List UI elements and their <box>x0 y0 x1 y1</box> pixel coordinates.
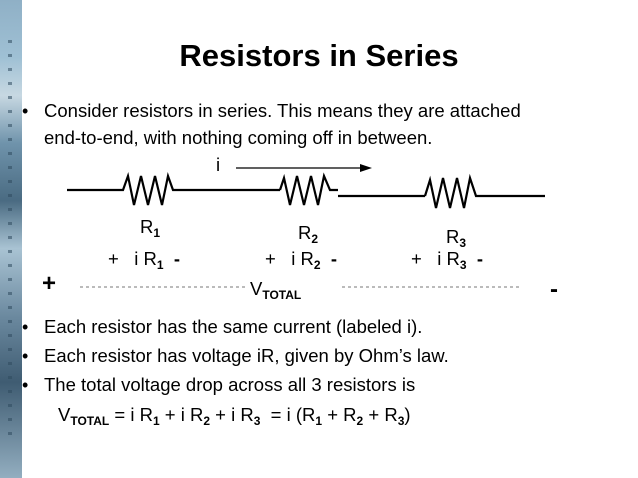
vtotal-minus-sign: - <box>550 276 558 303</box>
resistor-2-voltage-drop: + i R2 - <box>265 248 337 272</box>
bullet-icon: • <box>22 101 29 121</box>
decorative-photo-strip <box>0 0 22 478</box>
resistor-1-symbol <box>67 171 183 206</box>
current-label: i <box>216 154 221 175</box>
vtotal-plus-sign: + <box>42 270 57 297</box>
bullet-icon: • <box>22 375 29 395</box>
vtotal-label: VTOTAL <box>250 278 302 302</box>
resistor-2-symbol <box>278 172 338 206</box>
bullet-3: Each resistor has voltage iR, given by O… <box>44 345 449 366</box>
vtotal-formula: VTOTAL = i R1 + i R2 + i R3 = i (R1 + R2… <box>58 404 411 428</box>
resistor-3-label: R3 <box>446 226 467 250</box>
bullet-4: The total voltage drop across all 3 resi… <box>44 374 416 395</box>
resistor-2-label: R2 <box>298 222 319 246</box>
resistor-3-voltage-drop: + i R3 - <box>411 248 483 272</box>
resistor-1-voltage-drop: + i R1 - <box>108 248 180 272</box>
resistor-3-symbol <box>423 173 483 209</box>
bullet-1-line-2: end-to-end, with nothing coming off in b… <box>44 127 433 148</box>
bullet-2: Each resistor has the same current (labe… <box>44 316 423 337</box>
resistor-1-label: R1 <box>140 216 161 240</box>
slide-title: Resistors in Series <box>179 38 459 73</box>
bullet-icon: • <box>22 317 29 337</box>
bullet-icon: • <box>22 346 29 366</box>
current-arrow <box>236 164 372 172</box>
bullet-1-line-1: Consider resistors in series. This means… <box>44 100 521 121</box>
